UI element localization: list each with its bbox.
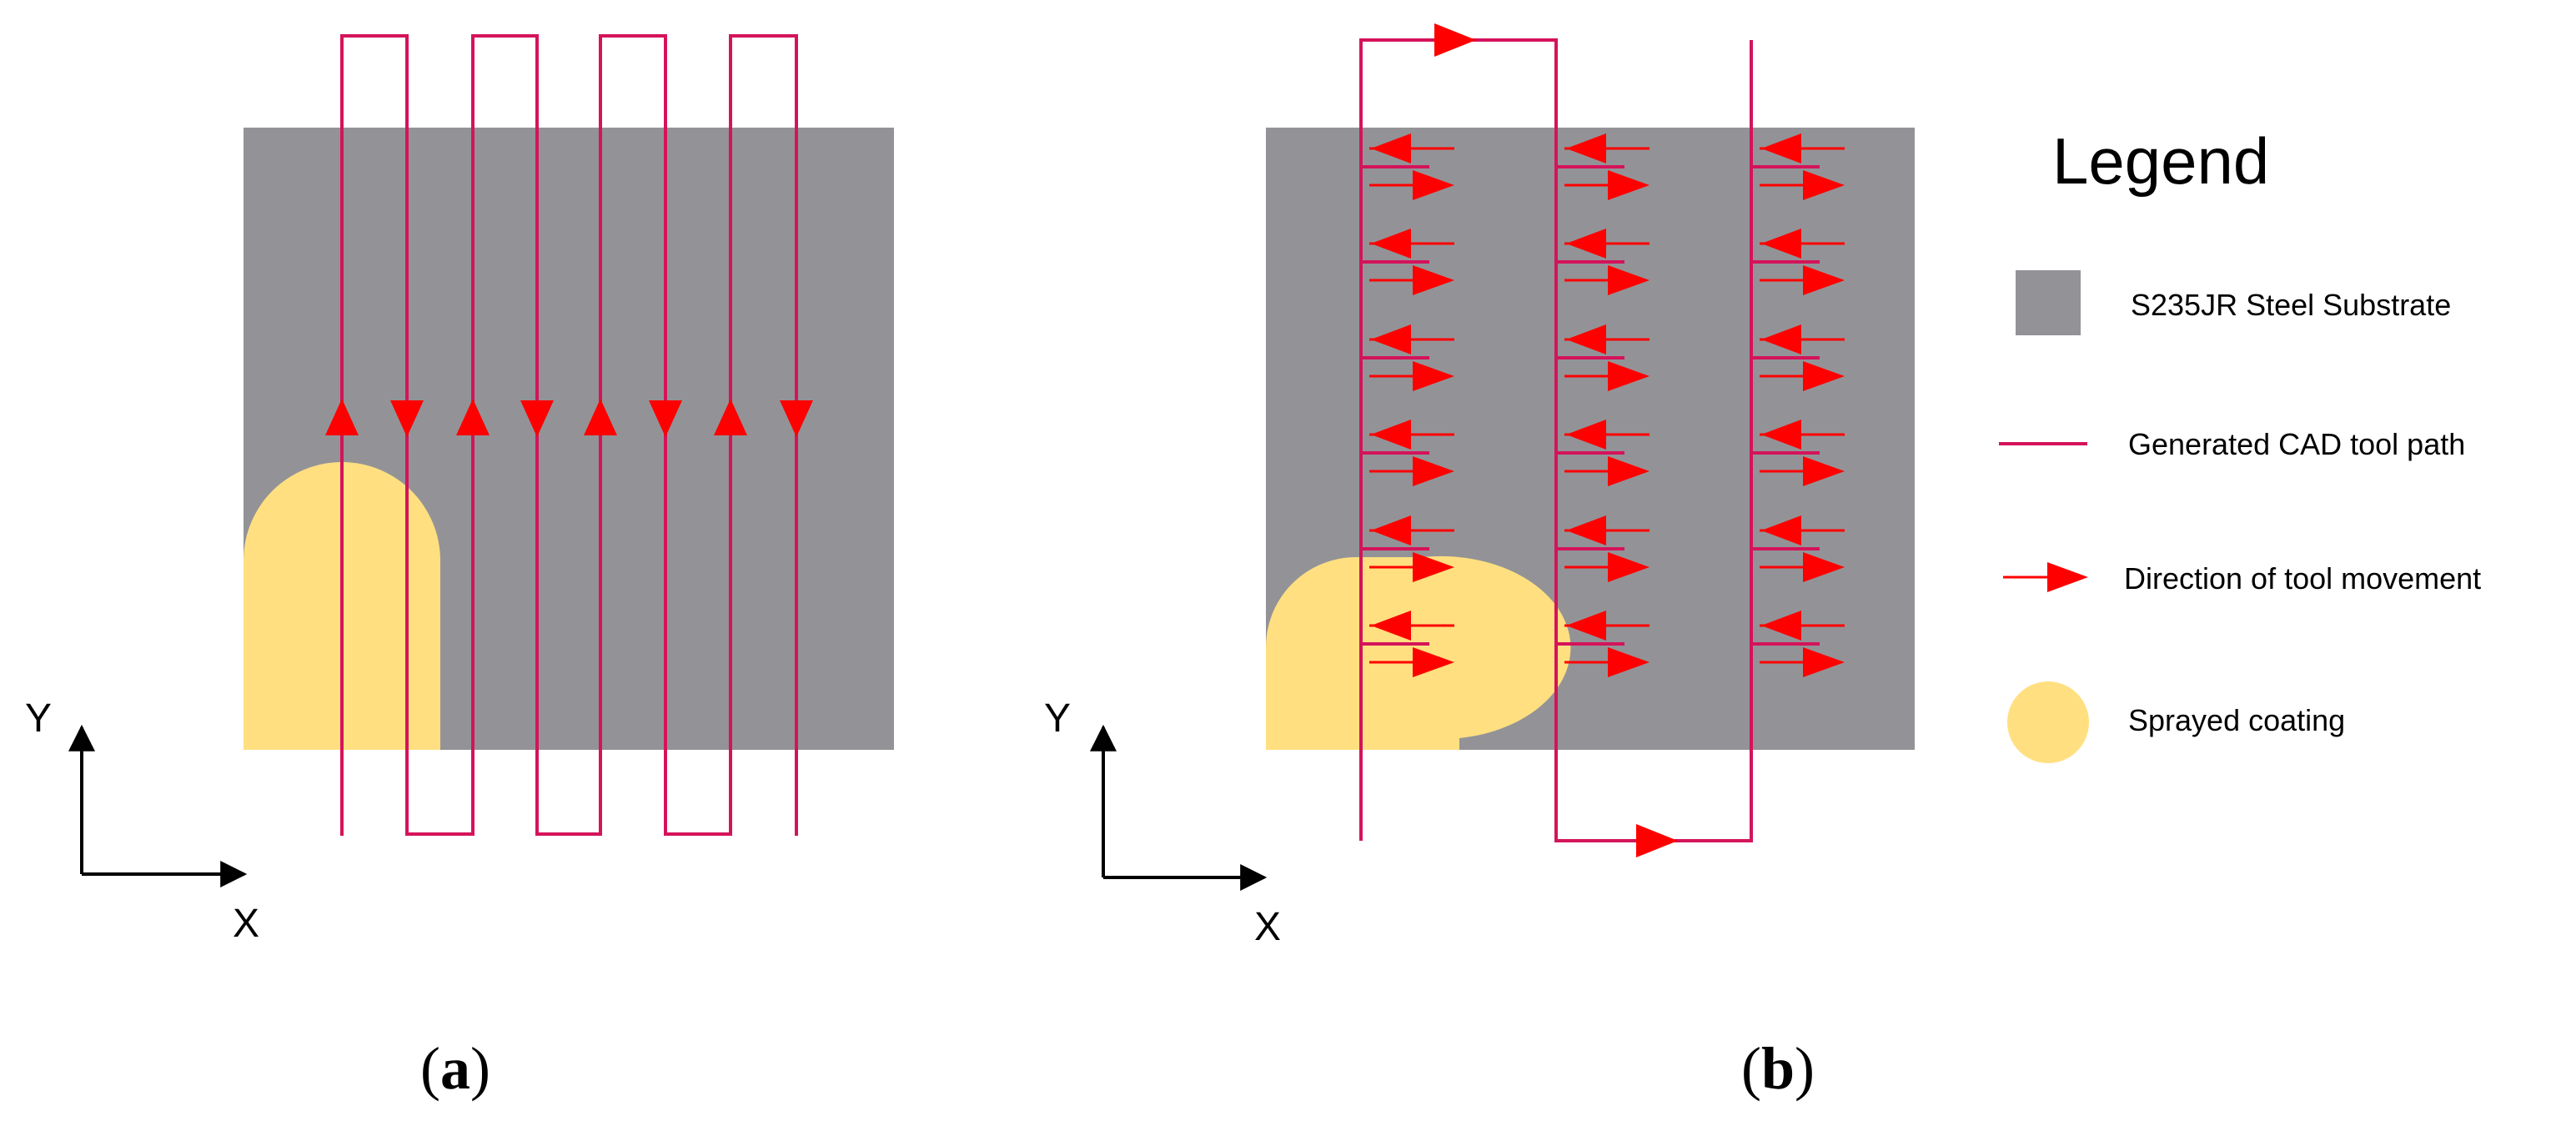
left-arrow-icon: [1761, 229, 1801, 259]
right-arrow-icon: [1608, 361, 1650, 391]
right-arrow-icon: [1608, 552, 1650, 582]
left-arrow-icon: [1761, 515, 1801, 545]
left-arrow-icon: [1371, 611, 1411, 641]
right-arrow-icon: [1803, 456, 1845, 486]
travel-arrow-icon: [1434, 23, 1476, 57]
legend-item-label: Sprayed coating: [2128, 703, 2345, 737]
left-arrow-icon: [1371, 515, 1411, 545]
right-arrow-icon: [1803, 361, 1845, 391]
panel-a-y-label: Y: [25, 696, 52, 741]
left-arrow-icon: [1761, 611, 1801, 641]
up-arrow-icon: [584, 399, 617, 435]
left-arrow-icon: [1566, 420, 1606, 450]
panel-b-direction-arrows: [1361, 23, 1845, 857]
right-arrow-icon: [1608, 456, 1650, 486]
left-arrow-icon: [1371, 420, 1411, 450]
panel-b: Y X (b): [1044, 23, 1915, 1102]
down-arrow-icon: [520, 400, 554, 437]
legend-item-coating: Sprayed coating: [2007, 681, 2345, 763]
right-arrow-icon: [1413, 361, 1454, 391]
left-arrow-icon: [1566, 229, 1606, 259]
up-arrow-icon: [456, 399, 490, 435]
left-arrow-icon: [1566, 324, 1606, 354]
legend-item-direction: Direction of tool movement: [2003, 561, 2481, 596]
panel-b-axes: Y X: [1044, 696, 1281, 949]
panel-b-tool-path: [1359, 38, 1753, 842]
left-arrow-icon: [1761, 324, 1801, 354]
left-arrow-icon: [1371, 324, 1411, 354]
up-arrow-icon: [714, 399, 747, 435]
right-arrow-icon: [1413, 552, 1454, 582]
right-arrow-icon: [1803, 552, 1845, 582]
right-arrow-icon: [1413, 265, 1454, 295]
down-arrow-icon: [390, 400, 424, 437]
left-arrow-icon: [1761, 420, 1801, 450]
left-arrow-icon: [1566, 133, 1606, 163]
panel-a-x-label: X: [233, 902, 259, 946]
right-arrow-icon: [1413, 170, 1454, 200]
right-arrow-icon: [1803, 170, 1845, 200]
left-arrow-icon: [1566, 515, 1606, 545]
left-arrow-icon: [1371, 229, 1411, 259]
panel-a: Y X (a): [25, 34, 894, 1102]
yellow-circle-icon: [2007, 681, 2089, 763]
gray-square-icon: [2016, 270, 2081, 335]
red-arrow-icon: [2003, 562, 2088, 592]
legend-item-label: Generated CAD tool path: [2128, 427, 2465, 461]
right-arrow-icon: [1608, 647, 1650, 677]
right-arrow-icon: [1413, 647, 1454, 677]
legend: Legend S235JR Steel Substrate Generated …: [1999, 124, 2481, 763]
left-arrow-icon: [1371, 133, 1411, 163]
down-arrow-icon: [780, 400, 813, 437]
panel-a-direction-arrows: [325, 399, 813, 437]
legend-item-label: Direction of tool movement: [2124, 561, 2481, 596]
legend-item-label: S235JR Steel Substrate: [2131, 288, 2451, 322]
panel-b-x-label: X: [1254, 905, 1281, 949]
left-arrow-icon: [1566, 611, 1606, 641]
up-arrow-icon: [325, 399, 359, 435]
panel-a-axes: Y X: [25, 696, 259, 946]
panel-b-caption: (b): [1741, 1035, 1815, 1102]
right-arrow-icon: [1608, 170, 1650, 200]
right-arrow-icon: [1413, 456, 1454, 486]
right-arrow-icon: [1803, 265, 1845, 295]
legend-item-tool-path: Generated CAD tool path: [1999, 427, 2465, 461]
left-arrow-icon: [1761, 133, 1801, 163]
down-arrow-icon: [649, 400, 682, 437]
legend-item-substrate: S235JR Steel Substrate: [2016, 270, 2451, 335]
right-arrow-icon: [1608, 265, 1650, 295]
right-arrow-icon: [1803, 647, 1845, 677]
panel-a-caption: (a): [420, 1035, 490, 1102]
travel-arrow-icon: [1636, 824, 1678, 857]
legend-title: Legend: [2052, 124, 2269, 198]
panel-b-y-label: Y: [1044, 696, 1071, 741]
